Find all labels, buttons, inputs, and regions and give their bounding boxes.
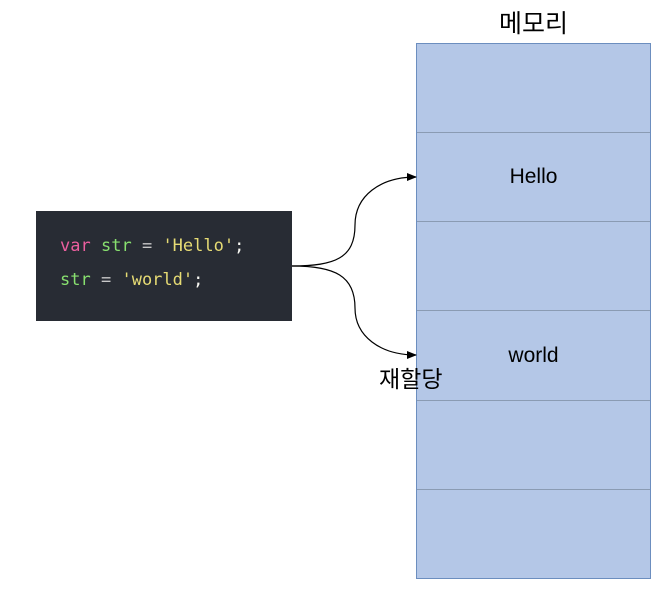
arrow-to-world — [291, 265, 417, 359]
code-string: 'Hello' — [162, 236, 235, 256]
arrow-to-hello — [291, 173, 417, 267]
code-terminator: ; — [193, 270, 204, 290]
memory-block: Hello world — [416, 43, 651, 579]
code-identifier: str — [60, 270, 91, 290]
memory-cell — [417, 401, 650, 490]
memory-title: 메모리 — [498, 9, 568, 38]
memory-cell — [417, 222, 650, 311]
memory-cell-world: world — [417, 312, 650, 401]
code-operator: = — [141, 236, 153, 256]
code-terminator: ; — [234, 236, 245, 256]
code-string: 'world' — [121, 270, 194, 290]
code-line-1: var str = 'Hello'; — [60, 229, 292, 263]
code-operator: = — [100, 270, 112, 290]
code-keyword: var — [60, 236, 91, 256]
memory-cell-hello: Hello — [417, 133, 650, 222]
memory-cell — [417, 44, 650, 133]
code-snippet: var str = 'Hello';str = 'world'; — [36, 211, 292, 321]
reallocation-label: 재할당 — [379, 367, 443, 393]
code-line-2: str = 'world'; — [60, 263, 292, 297]
code-identifier: str — [100, 236, 132, 256]
